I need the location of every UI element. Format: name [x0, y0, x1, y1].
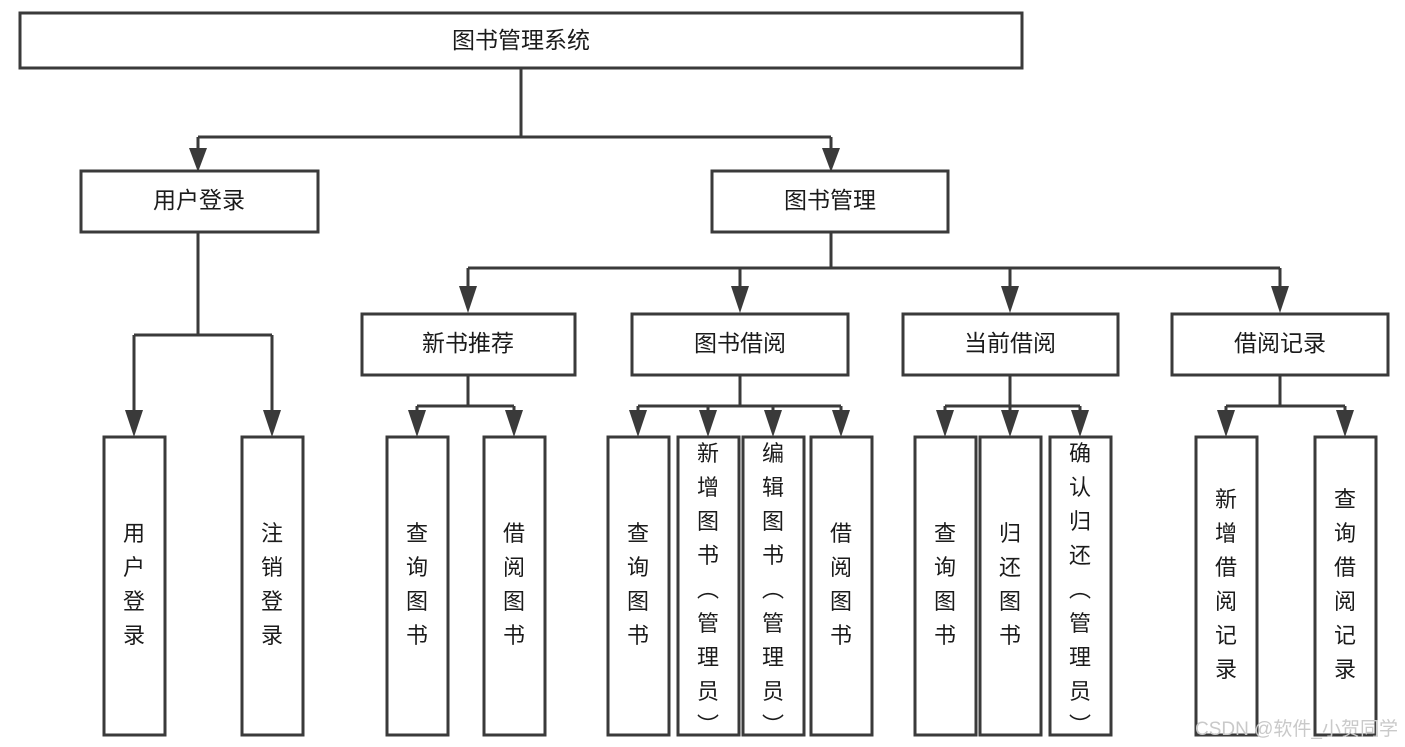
node-new-book-recommend-label: 新书推荐	[422, 330, 514, 356]
leaf-borrow-book-1-label: 借阅图书	[503, 521, 525, 648]
node-book-management[interactable]: 图书管理	[710, 169, 950, 234]
node-root[interactable]: 图书管理系统	[18, 11, 1024, 70]
arrow-head-leaf-query-borrow-record	[1336, 410, 1354, 437]
connector-layer	[125, 68, 1354, 437]
leaf-query-borrow-record-label: 查询借阅记录	[1334, 487, 1356, 682]
node-new-book-recommend-box[interactable]	[360, 312, 577, 377]
leaf-query-book-3-box[interactable]	[913, 435, 978, 737]
leaf-add-book-admin[interactable]: 新增图书︵管理员︶	[676, 435, 741, 738]
leaf-borrow-book-2-box[interactable]	[809, 435, 874, 737]
leaf-return-book-label: 归还图书	[999, 521, 1021, 648]
leaf-query-book-1[interactable]: 查询图书	[385, 435, 450, 737]
leaf-edit-book-admin-box[interactable]	[741, 435, 806, 737]
leaf-return-book-box[interactable]	[978, 435, 1043, 737]
leaf-confirm-return-admin-box[interactable]	[1048, 435, 1113, 737]
arrow-head-borrow-record	[1271, 286, 1289, 313]
leaf-add-book-admin-box[interactable]	[676, 435, 741, 737]
node-root-box[interactable]	[18, 11, 1024, 70]
arrow-head-leaf-query-book-1	[408, 410, 426, 437]
leaf-query-book-1-box[interactable]	[385, 435, 450, 737]
node-root-label: 图书管理系统	[452, 27, 590, 53]
node-book-borrow-label: 图书借阅	[694, 330, 786, 356]
arrow-head-leaf-query-book-2	[629, 410, 647, 437]
leaf-add-borrow-record[interactable]: 新增借阅记录	[1194, 435, 1259, 737]
arrow-head-leaf-add-borrow-record	[1217, 410, 1235, 437]
node-current-borrow-box[interactable]	[901, 312, 1120, 377]
leaf-confirm-return-admin-label: 确认归还︵管理员︶	[1069, 441, 1091, 738]
node-new-book-recommend[interactable]: 新书推荐	[360, 312, 577, 377]
node-borrow-record-box[interactable]	[1170, 312, 1390, 377]
leaf-query-book-2-box[interactable]	[606, 435, 671, 737]
leaf-borrow-book-2[interactable]: 借阅图书	[809, 435, 874, 737]
node-borrow-record[interactable]: 借阅记录	[1170, 312, 1390, 377]
arrow-head-leaf-return-book	[1001, 410, 1019, 437]
arrow-head-book-borrow	[731, 286, 749, 313]
leaf-query-book-1-label: 查询图书	[406, 521, 428, 648]
arrow-head-leaf-query-book-3	[936, 410, 954, 437]
leaf-query-book-3-label: 查询图书	[934, 521, 956, 648]
arrow-head-leaf-borrow-book-1	[505, 410, 523, 437]
node-book-borrow-box[interactable]	[630, 312, 850, 377]
watermark-label: CSDN @软件_小贺同学	[1195, 718, 1398, 740]
leaf-borrow-book-1[interactable]: 借阅图书	[482, 435, 547, 737]
arrow-head-leaf-add-book-admin	[699, 410, 717, 437]
node-user-login[interactable]: 用户登录	[79, 169, 320, 234]
arrow-head-book-management	[822, 148, 840, 172]
node-borrow-record-label: 借阅记录	[1234, 330, 1326, 356]
node-book-borrow[interactable]: 图书借阅	[630, 312, 850, 377]
node-current-borrow[interactable]: 当前借阅	[901, 312, 1120, 377]
arrow-head-new-book-recommend	[459, 286, 477, 313]
leaf-user-login-box[interactable]	[102, 435, 167, 737]
leaf-query-book-2[interactable]: 查询图书	[606, 435, 671, 737]
node-current-borrow-label: 当前借阅	[964, 330, 1056, 356]
leaf-add-book-admin-label: 新增图书︵管理员︶	[697, 441, 719, 738]
leaf-return-book[interactable]: 归还图书	[978, 435, 1043, 737]
arrow-head-current-borrow	[1001, 286, 1019, 313]
arrow-head-leaf-user-logout	[263, 410, 281, 437]
arrow-head-leaf-confirm-return-admin	[1071, 410, 1089, 437]
leaf-user-logout[interactable]: 注销登录	[240, 435, 305, 737]
node-user-login-box[interactable]	[79, 169, 320, 234]
leaf-user-logout-label: 注销登录	[261, 521, 283, 648]
node-user-login-label: 用户登录	[153, 187, 245, 213]
node-book-management-label: 图书管理	[784, 187, 876, 213]
arrow-head-leaf-user-login	[125, 410, 143, 437]
leaf-query-borrow-record[interactable]: 查询借阅记录	[1313, 435, 1378, 737]
leaf-confirm-return-admin[interactable]: 确认归还︵管理员︶	[1048, 435, 1113, 738]
leaf-edit-book-admin-label: 编辑图书︵管理员︶	[762, 441, 784, 738]
leaf-borrow-book-1-box[interactable]	[482, 435, 547, 737]
arrow-head-user-login	[189, 148, 207, 172]
leaf-user-login-label: 用户登录	[123, 521, 145, 648]
leaf-add-borrow-record-box[interactable]	[1194, 435, 1259, 737]
leaf-query-borrow-record-box[interactable]	[1313, 435, 1378, 737]
leaf-query-book-2-label: 查询图书	[627, 521, 649, 648]
leaf-add-borrow-record-label: 新增借阅记录	[1215, 487, 1237, 682]
arrow-head-leaf-edit-book-admin	[764, 410, 782, 437]
leaf-borrow-book-2-label: 借阅图书	[830, 521, 852, 648]
leaf-query-book-3[interactable]: 查询图书	[913, 435, 978, 737]
node-book-management-box[interactable]	[710, 169, 950, 234]
leaf-user-login[interactable]: 用户登录	[102, 435, 167, 737]
leaf-user-logout-box[interactable]	[240, 435, 305, 737]
leaf-edit-book-admin[interactable]: 编辑图书︵管理员︶	[741, 435, 806, 738]
arrow-head-leaf-borrow-book-2	[832, 410, 850, 437]
